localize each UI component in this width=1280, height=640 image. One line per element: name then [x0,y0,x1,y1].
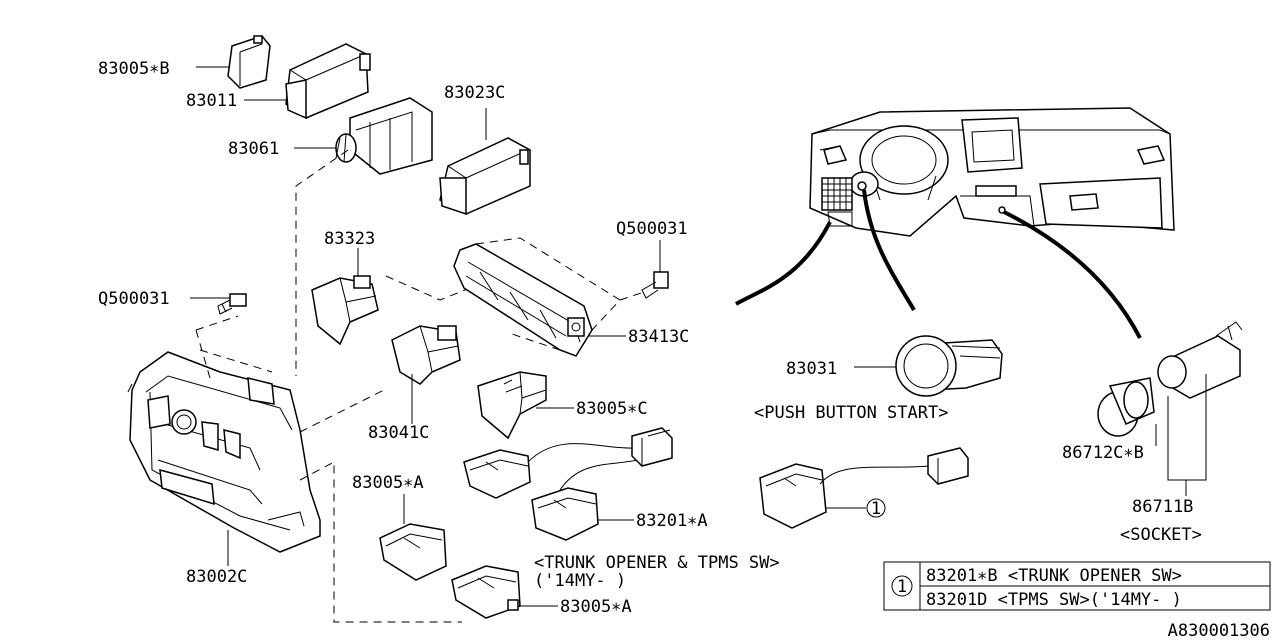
label-83323: 83323 [324,229,375,249]
part-83005c-switch [477,371,547,440]
harness-line-2 [862,189,916,312]
legend-marker-text: 1 [897,577,907,597]
part-83323-switch [311,275,379,346]
label-socket-note: <SOCKET> [1120,525,1202,545]
dashboard-overview [809,107,1175,237]
label-83005a-bottom: 83005∗A [560,597,632,617]
label-83201a: 83201∗A [636,511,708,531]
callout-marker: 1 [866,498,886,519]
label-trunk-opener-note: <TRUNK OPENER & TPMS SW> [534,553,780,573]
part-q500031-left-bolt [217,293,247,315]
label-83005c: 83005∗C [576,399,648,419]
label-83061: 83061 [228,139,279,159]
part-83201b-83201d-switch [759,447,969,529]
label-86711b: 86711B [1132,497,1193,517]
part-83061-switch [335,97,433,175]
harness-line-3 [1003,210,1142,339]
label-q500031-left: Q500031 [98,289,170,309]
svg-text:1: 1 [871,499,881,519]
label-83413c: 83413C [628,327,689,347]
part-83041c-switch [391,325,461,385]
part-q500031-right-bolt [641,271,669,299]
label-q500031-right: Q500031 [616,219,688,239]
part-83005b-switch [227,35,271,89]
label-83005a-top: 83005∗A [352,473,424,493]
part-86712cb-socket-cap [1097,377,1155,437]
part-86711b-socket [1157,321,1243,399]
label-14my-note: ('14MY- ) [534,571,626,591]
part-83011-switch [285,43,371,120]
legend-marker [891,575,913,597]
part-83005a-bottom-switch [451,565,521,619]
diagram-id: A830001306 [1168,621,1270,640]
part-83201a-switch-harness [463,427,673,541]
part-83005a-top-switch [379,523,447,581]
legend-row-1: 83201∗B <TRUNK OPENER SW> [926,566,1182,586]
label-83005b: 83005∗B [98,59,170,79]
part-83023c-switch [439,137,531,216]
part-83413c-bezel [453,237,621,357]
label-83023c: 83023C [444,83,505,103]
label-86712cb: 86712C∗B [1062,443,1144,463]
label-push-button-start: <PUSH BUTTON START> [754,403,948,423]
label-83041c: 83041C [368,423,429,443]
part-83031-push-button-start [895,335,1003,397]
legend-table: 1 83201∗B <TRUNK OPENER SW> 83201D <TPMS… [883,561,1271,611]
label-83002c: 83002C [186,567,247,587]
part-83002c-panel [127,315,321,553]
label-83011: 83011 [186,91,237,111]
harness-line-1 [734,221,832,306]
label-83031: 83031 [786,359,837,379]
legend-row-2: 83201D <TPMS SW>('14MY- ) [926,590,1182,610]
